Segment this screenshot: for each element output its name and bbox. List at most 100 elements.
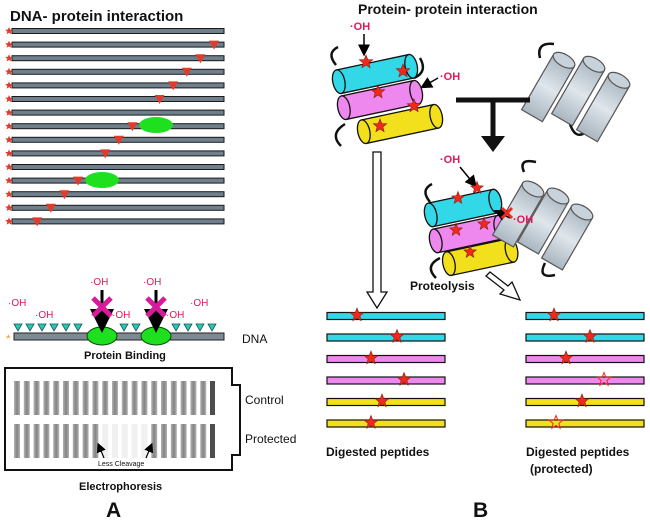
protein-complex: ·OH (423, 154, 594, 279)
peptide-bar (525, 354, 645, 364)
less-cleavage-arrow-1 (96, 442, 106, 459)
cleavage-site (171, 323, 181, 332)
oxidation-star (449, 222, 463, 236)
partner-protein (520, 42, 631, 143)
end-label-marker (5, 122, 13, 130)
electrophoresis-label: Electrophoresis (79, 481, 162, 493)
oxidation-star (372, 118, 388, 133)
helix-cyan (331, 53, 419, 95)
cleavage-site (61, 323, 71, 332)
oxidation-star (358, 54, 374, 69)
digest-arrow-complex (485, 271, 522, 302)
peptide-bar (326, 376, 446, 385)
protein-free (330, 45, 444, 147)
gel-band (43, 381, 50, 415)
oxidation-star (582, 328, 598, 343)
peptide-bar (525, 376, 645, 385)
panel-letter-b: B (473, 499, 488, 520)
control-label: Control (245, 393, 284, 407)
dna-fragment (5, 81, 225, 91)
peptide (525, 307, 645, 322)
gel-lane-control (14, 381, 215, 415)
digested-peptides-label: Digested peptides (326, 445, 430, 459)
protected-site-star (547, 414, 565, 430)
proteolysis-label: Proteolysis (410, 279, 475, 293)
gel-band (14, 381, 20, 415)
oxidation-star (363, 414, 379, 429)
dna-fragment (5, 40, 225, 50)
gel-band (72, 381, 79, 415)
peptide-bar (326, 311, 446, 321)
panel-b-title: Protein- protein interaction (358, 1, 538, 17)
gel-band (190, 424, 197, 458)
end-label-marker (5, 108, 13, 116)
gel-band-faint (131, 424, 138, 458)
gel-band (131, 381, 138, 415)
dna-fragment (5, 217, 225, 227)
dna-fragment-ladder (5, 27, 225, 227)
gel-band (23, 424, 30, 458)
gel-band (161, 381, 167, 415)
cleavage-marker (168, 81, 179, 91)
blocked-x-icon-2 (145, 296, 167, 318)
blocked-x-icon-3 (500, 206, 514, 220)
end-label-marker (5, 149, 13, 157)
panel-b: Protein- protein interaction ·OH ·OH (326, 1, 645, 520)
cleavage-marker (113, 135, 124, 145)
dna-fragment (5, 149, 225, 159)
cleavage-site (207, 323, 217, 332)
digest-arrow-free (365, 151, 389, 310)
end-label-marker (5, 27, 13, 35)
gel-band-faint (112, 424, 118, 458)
gel-band (180, 424, 187, 458)
peptide (525, 393, 645, 408)
cleavage-marker (195, 54, 206, 64)
gel-band (53, 424, 60, 458)
gel-band-faint (141, 424, 148, 458)
oh-label-1: ·OH (8, 298, 26, 309)
end-label-marker (5, 203, 13, 211)
less-cleavage-label: Less Cleavage (98, 461, 144, 468)
cleavage-site (183, 323, 193, 332)
oxidation-star (395, 63, 411, 78)
oh-label-5: ·OH (143, 277, 161, 288)
cleavage-marker (59, 190, 70, 200)
oxidation-star (396, 371, 412, 386)
dna-bound-protein-1 (86, 326, 118, 346)
cleavage-marker (154, 95, 165, 104)
binding-arrow-head (481, 136, 505, 152)
peptide-bar (525, 419, 645, 428)
cleavage-site (119, 323, 129, 332)
gel-band-faint (102, 424, 109, 458)
peptide (326, 307, 446, 322)
cleavage-marker (73, 176, 83, 186)
gel-band (63, 424, 69, 458)
dna-label: DNA (242, 332, 267, 346)
panel-a-title: DNA- protein interaction (10, 8, 183, 25)
oh-label-3: ·OH (90, 277, 108, 288)
dna-fragment (5, 67, 225, 77)
peptide-bar (326, 333, 446, 342)
protein-binding-label: Protein Binding (84, 350, 166, 362)
end-label-marker (5, 135, 13, 143)
cleavage-marker (127, 122, 138, 132)
peptide (525, 371, 645, 387)
peptide (326, 328, 446, 343)
oxidation-star (389, 328, 405, 343)
gel-band (92, 424, 99, 458)
gel-band (112, 381, 118, 415)
cleavage-site (13, 323, 23, 332)
end-label-marker (5, 163, 13, 171)
oh-label-complex-blocked: ·OH (513, 214, 533, 226)
gel-band (151, 381, 158, 415)
panel-letter-a: A (106, 499, 121, 520)
gel-band (200, 381, 207, 415)
cleavage-marker (45, 203, 56, 213)
dna-strand (13, 332, 225, 341)
dna-fragment (5, 122, 225, 132)
gel-band (92, 381, 99, 415)
cleavage-marker (209, 40, 219, 50)
oxidation-star (558, 350, 574, 365)
gel-band (190, 381, 197, 415)
dna-fragment (5, 163, 225, 171)
